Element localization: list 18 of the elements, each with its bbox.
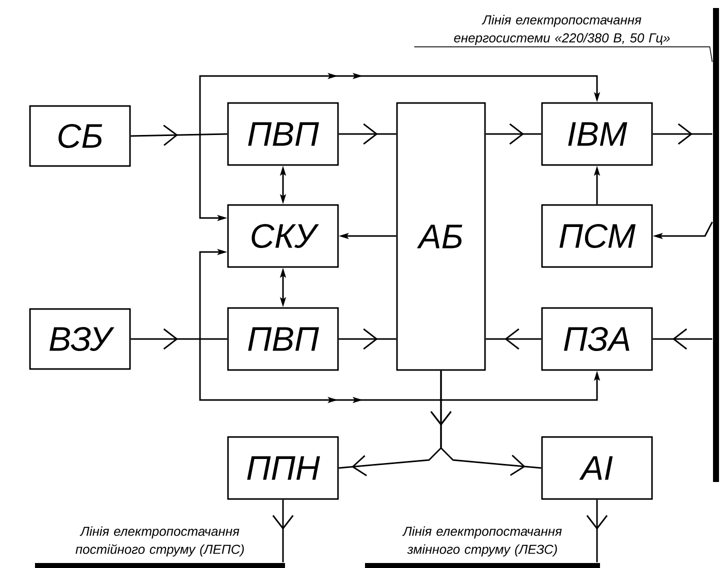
block-box: ППН (227, 436, 339, 500)
bus-bar (35, 563, 285, 568)
bus-label: Лінія електропостачання змінного струму (ЛЕЗС) (402, 526, 562, 556)
leader-line (414, 46, 713, 62)
line-label: Лінія електропостачання енергосистеми «220/380 В, 50 Гц» (454, 14, 670, 46)
block-box: СКУ (227, 204, 339, 268)
block-box: ІВМ (541, 102, 653, 166)
block-box: АБ (396, 102, 486, 371)
bus-bar (713, 8, 719, 482)
bus-bar (365, 563, 600, 568)
block-box: ПЗА (541, 307, 653, 371)
bus-label: Лінія електропостачання постійного струму (ЛЕПС) (76, 526, 244, 556)
block-box: ПВП (227, 102, 339, 166)
block-box: СБ (29, 105, 131, 167)
block-box: ПВП (227, 307, 339, 371)
block-box: АІ (541, 436, 653, 500)
block-box: ПСМ (541, 204, 653, 268)
block-box: ВЗУ (29, 308, 131, 370)
